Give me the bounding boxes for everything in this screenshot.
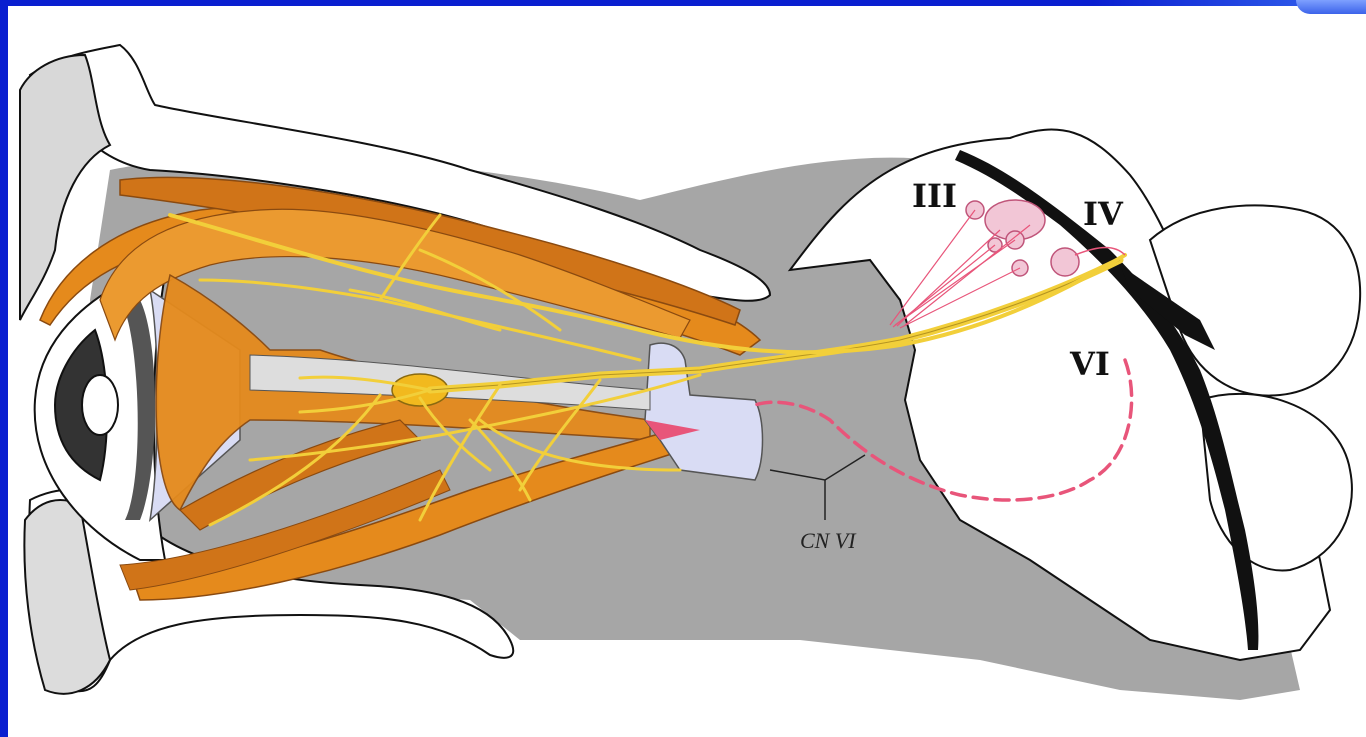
label-cn6-nerve: CN VI	[800, 528, 857, 553]
label-cn6: VI	[1069, 345, 1110, 383]
label-cn3: III	[912, 177, 957, 215]
pupil	[82, 375, 118, 435]
cn4-nucleus	[1051, 248, 1079, 276]
label-cn4: IV	[1083, 195, 1124, 233]
